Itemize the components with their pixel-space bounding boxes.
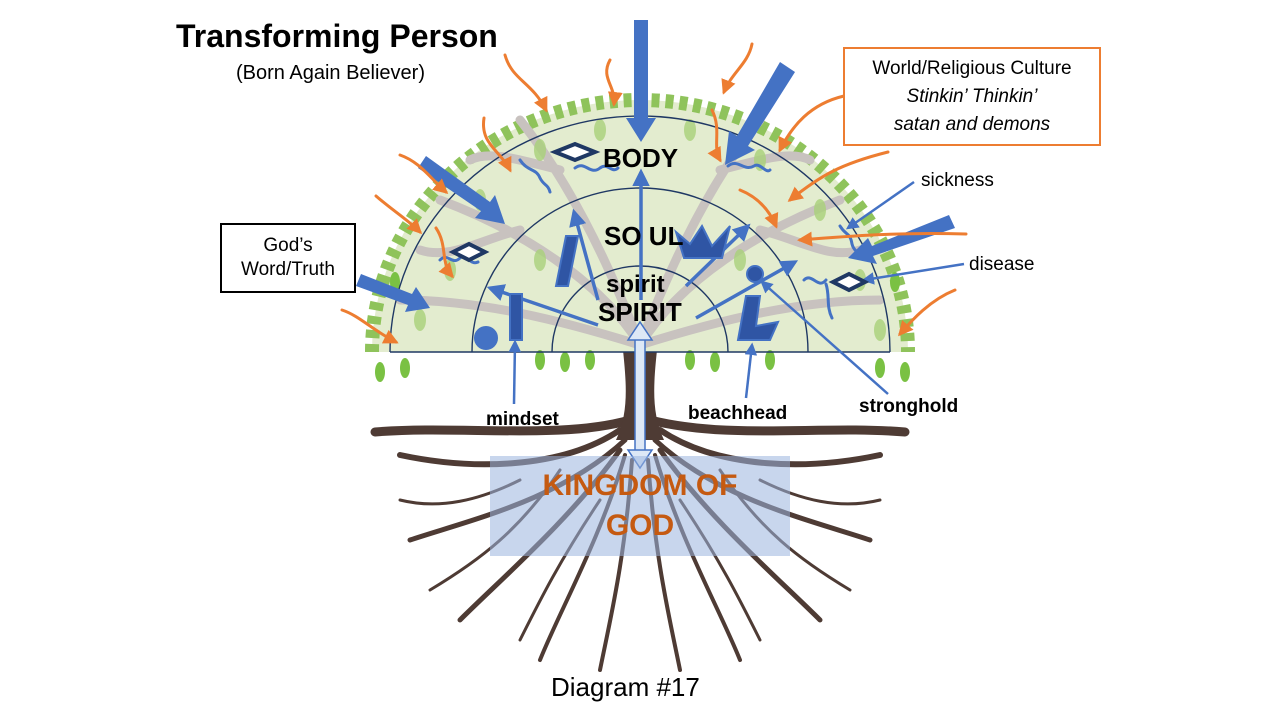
spirit-outflow-arrows [486, 168, 799, 327]
kingdom-line2: GOD [605, 509, 675, 542]
world-culture-line2: Stinkin’ Thinkin’ [906, 86, 1038, 107]
layer-label-spirit-upper: SPIRIT [598, 297, 682, 327]
blue-incoming-arrows [356, 20, 955, 312]
diagram-caption: Diagram #17 [551, 672, 700, 702]
diagram-subtitle: (Born Again Believer) [236, 62, 425, 84]
squiggle-marks [438, 158, 862, 320]
stronghold-symbols [448, 141, 870, 350]
label-mindset: mindset [486, 409, 559, 430]
layer-label-spirit-lower: spirit [606, 271, 665, 298]
diagram-title: Transforming Person [176, 18, 498, 54]
world-culture-line1: World/Religious Culture [872, 58, 1072, 79]
orange-incoming-arrows [340, 42, 968, 344]
label-stronghold: stronghold [859, 396, 959, 417]
layer-label-body: BODY [603, 143, 679, 173]
label-beachhead: beachhead [688, 403, 788, 424]
kingdom-line1: KINGDOM OF [542, 469, 738, 502]
layer-label-soul: SO UL [604, 221, 684, 251]
gods-word-line1: God’s [263, 235, 313, 256]
world-culture-box: World/Religious Culture Stinkin’ Thinkin… [843, 47, 1101, 146]
callout-arrows [508, 180, 965, 405]
label-sickness: sickness [921, 170, 994, 191]
gods-word-line2: Word/Truth [241, 259, 335, 280]
world-culture-line3: satan and demons [893, 114, 1051, 135]
gods-word-box: God’s Word/Truth [220, 223, 356, 293]
label-disease: disease [969, 254, 1035, 275]
kingdom-of-god-box: KINGDOM OF GOD [490, 456, 790, 556]
